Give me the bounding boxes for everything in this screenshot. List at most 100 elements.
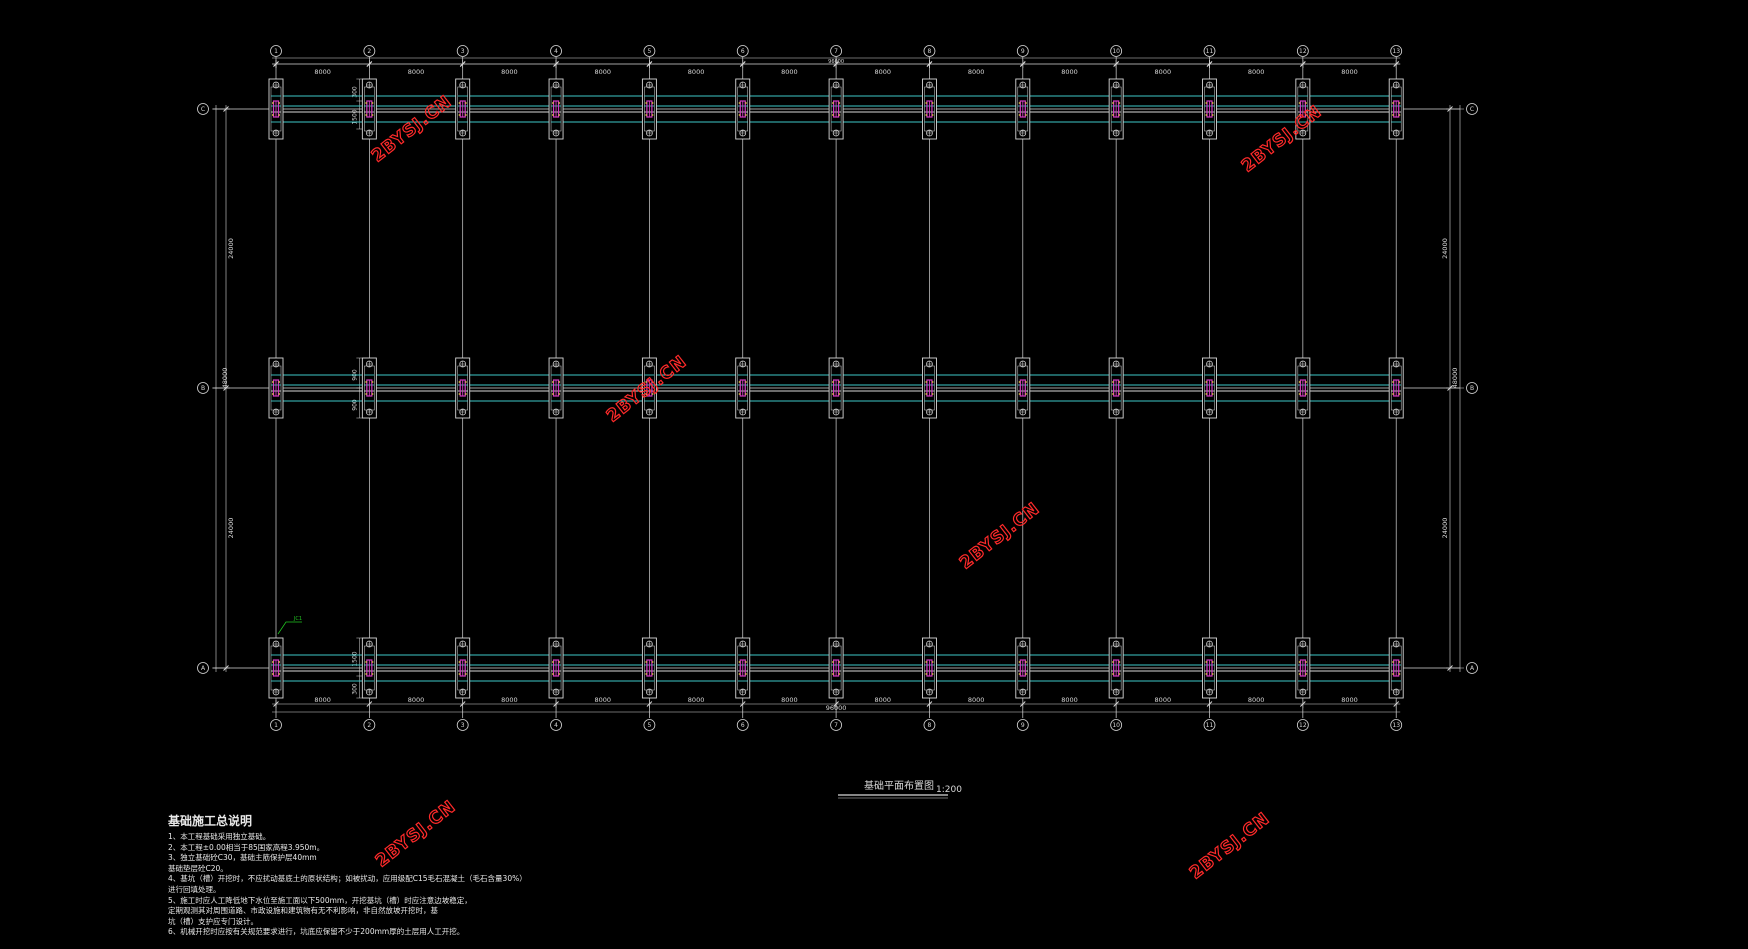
- dimension-tick: [1393, 701, 1400, 707]
- dimension-tick: [459, 701, 466, 707]
- dimension-tick: [1447, 106, 1453, 112]
- footing: [1108, 357, 1124, 419]
- axis-bubble-circle: [197, 662, 209, 674]
- dimension-text: 24000: [227, 238, 235, 259]
- axis-bubble-circle: [550, 719, 562, 731]
- footing: [455, 637, 471, 699]
- footing: [268, 637, 284, 699]
- dimension-text: 8000: [314, 696, 331, 704]
- footing: [1388, 78, 1404, 140]
- dimension-text: 8000: [875, 696, 892, 704]
- dimension-tick: [366, 61, 373, 67]
- local-dimension-text: 900: [351, 399, 358, 411]
- footing: [1295, 637, 1311, 699]
- axis-bubble-circle: [1110, 719, 1123, 731]
- axis-bubble-label: 5: [647, 722, 651, 729]
- axis-bubble-label: 2: [367, 722, 371, 729]
- note-line: 3、独立基础砼C30，基础主筋保护层40mm: [168, 853, 317, 863]
- axis-bubble-label: 8: [928, 48, 932, 55]
- axis-bubble-circle: [1110, 45, 1123, 57]
- axis-bubble-circle: [1296, 719, 1309, 731]
- footing: [1015, 357, 1031, 419]
- dimension-text: 8000: [1061, 696, 1078, 704]
- axis-bubble-label: 13: [1392, 48, 1400, 55]
- axis-bubble-label: 4: [554, 48, 558, 55]
- notes-list: 1、本工程基础采用独立基础。2、本工程±0.00相当于85国家高程3.950m。…: [168, 832, 608, 938]
- axis-bubble-label: 11: [1206, 48, 1214, 55]
- dimension-text: 8000: [781, 68, 798, 76]
- axis-bubble-label: C: [1470, 106, 1474, 113]
- dimension-text: 8000: [501, 696, 518, 704]
- axis-bubble-label: 5: [647, 48, 651, 55]
- axis-bubble-label: A: [201, 665, 206, 672]
- footing: [1388, 637, 1404, 699]
- local-dimension-text: 300: [351, 683, 358, 695]
- axis-bubble-label: 11: [1206, 722, 1214, 729]
- drawing-title: 基础平面布置图: [864, 779, 934, 792]
- dimension-text: 8000: [1341, 696, 1358, 704]
- footing: [1202, 637, 1217, 699]
- footing: [828, 357, 844, 419]
- note-line: 4、基坑（槽）开挖时，不应扰动基底土的原状结构；如被扰动，应用级配C15毛石混凝…: [168, 874, 527, 884]
- footing: [828, 78, 844, 140]
- axis-bubble-circle: [456, 719, 469, 731]
- axis-bubble-circle: [1016, 719, 1029, 731]
- notes-title: 基础施工总说明: [168, 814, 253, 828]
- footing: [1015, 78, 1031, 140]
- footing: [548, 637, 564, 699]
- dimension-lines: 8000 8000 8000 8000 8000 8000 8000 8000 8000 8000…: [212, 57, 1464, 713]
- footing: [548, 78, 564, 140]
- axis-bubble-circle: [923, 45, 936, 57]
- dimension-text: 24000: [227, 518, 235, 539]
- axis-bubble-circle: [363, 45, 376, 57]
- note-line: 坑（槽）支护应专门设计。: [168, 916, 258, 926]
- footing: [1202, 78, 1217, 140]
- footing: [1108, 637, 1124, 699]
- axis-bubble-label: 4: [554, 722, 558, 729]
- footing: [1295, 78, 1311, 140]
- axis-bubble-circle: [736, 719, 749, 731]
- note-line: 进行回填处理。: [168, 884, 221, 894]
- dimension-tick: [223, 385, 229, 391]
- axis-bubble-label: 1: [274, 722, 278, 729]
- axis-bubble-circle: [550, 45, 562, 57]
- dimension-text: 8000: [408, 68, 425, 76]
- axis-bubble-label: C: [201, 106, 205, 113]
- footing: [922, 357, 937, 419]
- axis-bubble-label: 10: [1112, 48, 1120, 55]
- dimension-text: 8000: [968, 696, 985, 704]
- axis-bubble-circle: [830, 45, 842, 57]
- footing: [455, 357, 471, 419]
- dimension-text-overall: 48000: [1451, 368, 1459, 389]
- axis-bubble-label: 9: [1021, 48, 1025, 55]
- axis-bubble-circle: [197, 103, 209, 115]
- footing: [922, 78, 937, 140]
- note-line: 1、本工程基础采用独立基础。: [168, 832, 271, 841]
- dimension-text: 8000: [1248, 68, 1265, 76]
- axis-bubble-circle: [197, 382, 209, 394]
- axis-bubble-label: 10: [1112, 722, 1120, 729]
- local-dimension-text: 1500: [351, 109, 358, 124]
- footing: [361, 357, 377, 419]
- axis-bubble-circle: [1390, 45, 1403, 57]
- axis-bubble-label: 2: [367, 48, 371, 55]
- axis-bubble-label: 1: [274, 48, 278, 55]
- axis-bubble-circle: [1466, 662, 1478, 674]
- dimension-text: 8000: [1341, 68, 1358, 76]
- dimension-text: 8000: [408, 696, 425, 704]
- dimension-tick: [553, 701, 559, 707]
- dimension-text: 8000: [1061, 68, 1078, 76]
- dimension-tick: [1393, 61, 1400, 67]
- footing: [1202, 357, 1217, 419]
- dimension-tick: [646, 61, 653, 67]
- dimension-text-overall: 96000: [828, 59, 844, 65]
- footing: [361, 78, 377, 140]
- axis-bubble-circle: [363, 719, 376, 731]
- footing: [828, 637, 844, 699]
- dimension-text: 8000: [688, 696, 705, 704]
- axis-bubble-circle: [643, 719, 656, 731]
- axis-bubble-circle: [270, 719, 282, 731]
- axis-bubble-circle: [1203, 45, 1216, 57]
- axis-bubble-label: 8: [928, 722, 932, 729]
- dimension-text-overall: 48000: [221, 368, 229, 389]
